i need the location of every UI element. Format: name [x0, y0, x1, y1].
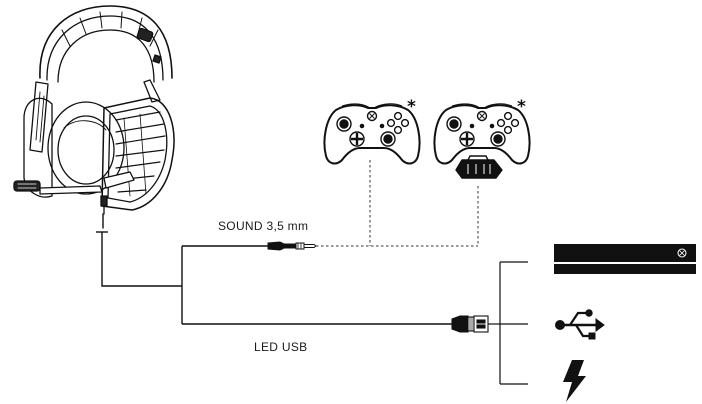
game-controller-icon [323, 103, 421, 165]
lightning-power-icon [563, 360, 586, 402]
dashed-connector-lines [316, 160, 479, 247]
headset-cable [96, 231, 182, 287]
usb-plug-icon [451, 315, 489, 333]
usb-cable-label: LED USB [254, 340, 308, 354]
game-console-icon [554, 244, 696, 274]
usb-symbol-icon [555, 309, 605, 340]
sound-cable-label: SOUND 3,5 mm [218, 219, 309, 233]
gaming-headset-icon [13, 5, 175, 229]
splitter-cables [181, 245, 452, 325]
device-bracket [488, 261, 528, 385]
3-5mm-audio-jack-icon [267, 241, 317, 251]
controller-1-footnote-asterisk: * [407, 97, 416, 117]
game-controller-with-stereo-adapter-icon [433, 103, 531, 179]
controller-2-footnote-asterisk: * [517, 97, 526, 117]
